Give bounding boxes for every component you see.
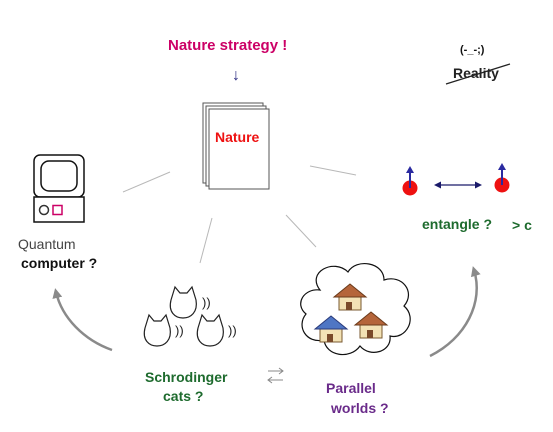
curved-arrow-to-computer bbox=[52, 288, 113, 352]
swap-arrows-icon bbox=[267, 367, 284, 384]
schrodinger-label-line1: Schrodinger bbox=[145, 369, 228, 385]
curved-arrow-to-entangle bbox=[429, 266, 481, 358]
diagram-title: Nature strategy ! bbox=[168, 37, 288, 54]
quantum-computer-label-line2: computer ? bbox=[21, 255, 98, 271]
down-arrow-icon: ↓ bbox=[232, 67, 240, 84]
faster-than-light-label: > c bbox=[512, 217, 532, 233]
house-icon bbox=[313, 315, 349, 343]
entangle-label: entangle ? bbox=[422, 216, 493, 232]
reality-strikethrough bbox=[445, 63, 511, 85]
cat-sound: )) bbox=[228, 323, 237, 338]
parallel-worlds-label-line2: worlds ? bbox=[331, 400, 389, 416]
parallel-worlds-cloud bbox=[300, 263, 411, 356]
cats-icon bbox=[143, 285, 224, 347]
nature-book-label: Nature bbox=[215, 129, 260, 145]
cat-sound: )) bbox=[202, 295, 211, 310]
entangled-spins-icon bbox=[402, 163, 510, 196]
face-emoticon: (-_-;) bbox=[460, 44, 485, 56]
connector-lines bbox=[122, 165, 357, 264]
reality-label: Reality bbox=[453, 65, 499, 81]
schrodinger-label-line2: cats ? bbox=[163, 388, 204, 404]
house-icon bbox=[332, 283, 368, 311]
house-icon bbox=[353, 311, 389, 339]
quantum-computer-label-line1: Quantum bbox=[18, 236, 76, 252]
cat-sound: )) bbox=[175, 323, 184, 338]
nature-book-icon bbox=[202, 102, 270, 190]
parallel-worlds-label-line1: Parallel bbox=[326, 380, 376, 396]
quantum-computer-icon bbox=[33, 154, 85, 223]
